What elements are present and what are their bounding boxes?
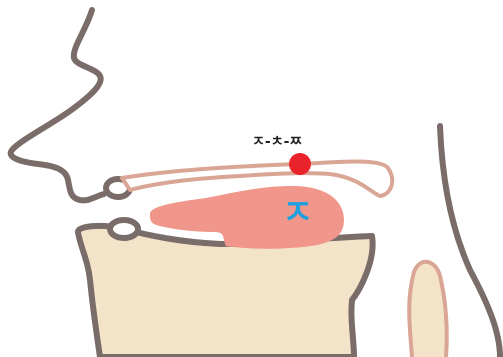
lower-lip [110,220,138,238]
epiglottis [409,262,447,357]
consonant-group-label: ㅈ-ㅊ-ㅉ [252,134,302,150]
articulation-point [289,153,311,175]
highlight-consonant-label: ㅈ [282,193,313,233]
lower-jaw [78,226,373,357]
throat-wall [440,126,500,357]
face-profile [11,10,104,200]
